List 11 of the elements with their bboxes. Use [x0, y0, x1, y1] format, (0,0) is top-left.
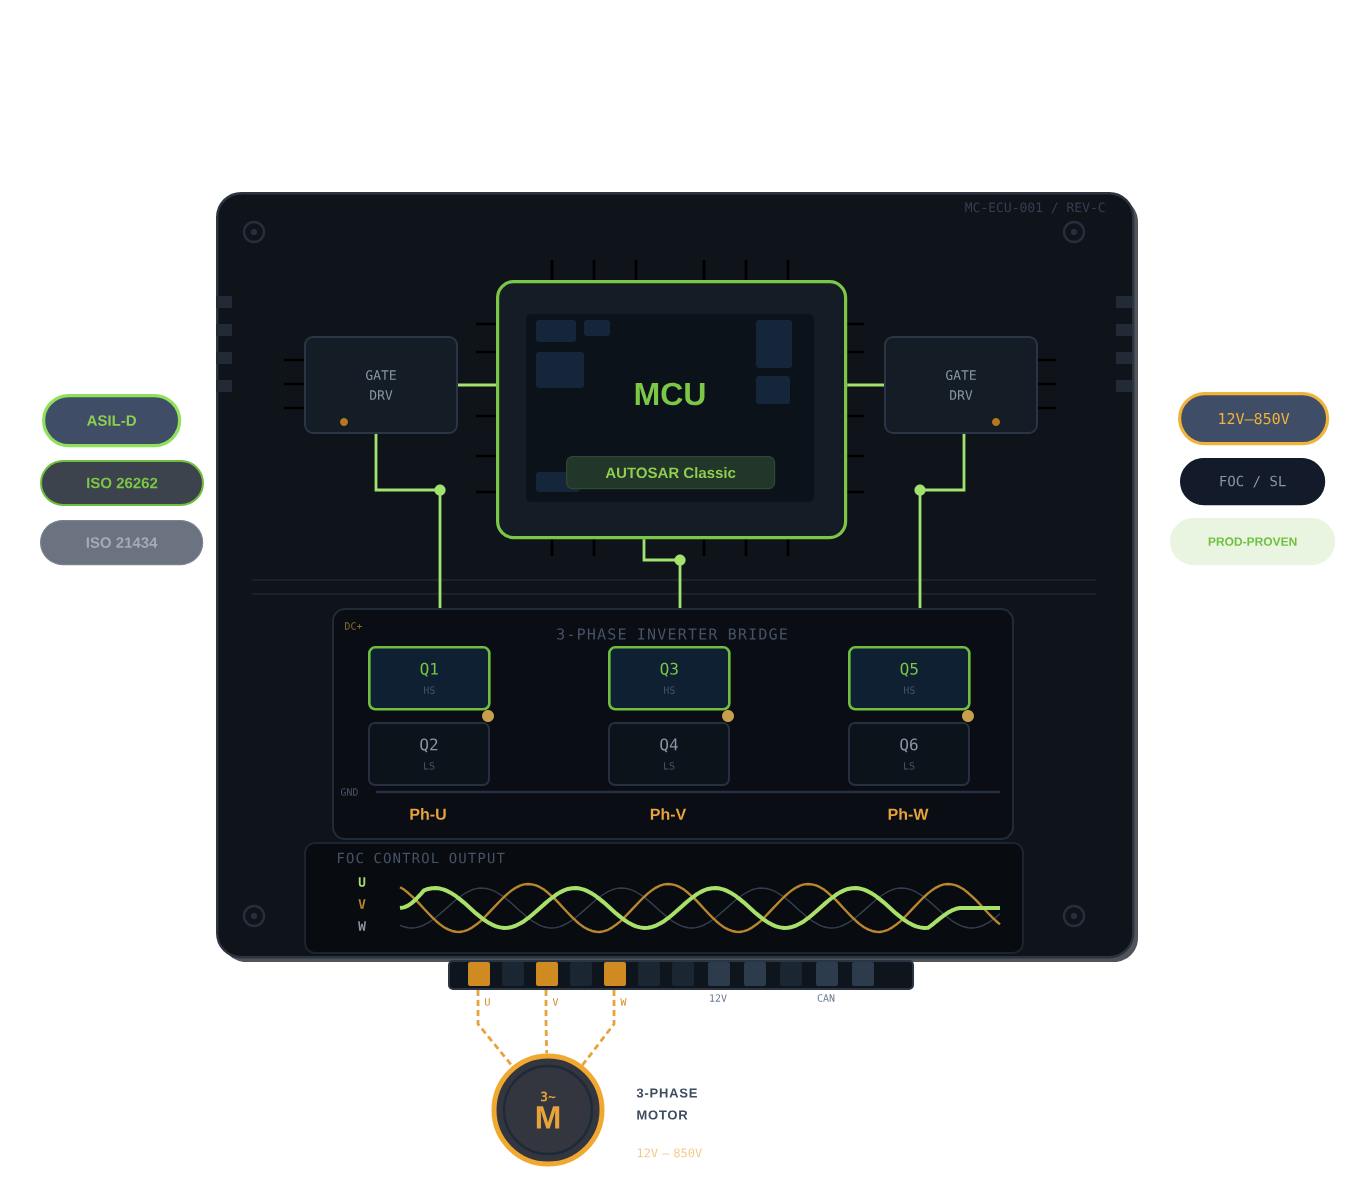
circuit-trace [918, 434, 966, 608]
phase-label: Ph-W [888, 808, 929, 820]
circuit-trace [374, 434, 442, 608]
circuit-trace [458, 383, 496, 387]
cable-line [544, 990, 549, 1054]
cable-line [476, 990, 514, 1068]
phase-label: Ph-V [650, 808, 687, 820]
circuit-trace [847, 383, 884, 387]
circuit-trace [642, 539, 682, 608]
phase-label: Ph-U [410, 808, 446, 820]
cable-line [581, 990, 616, 1066]
